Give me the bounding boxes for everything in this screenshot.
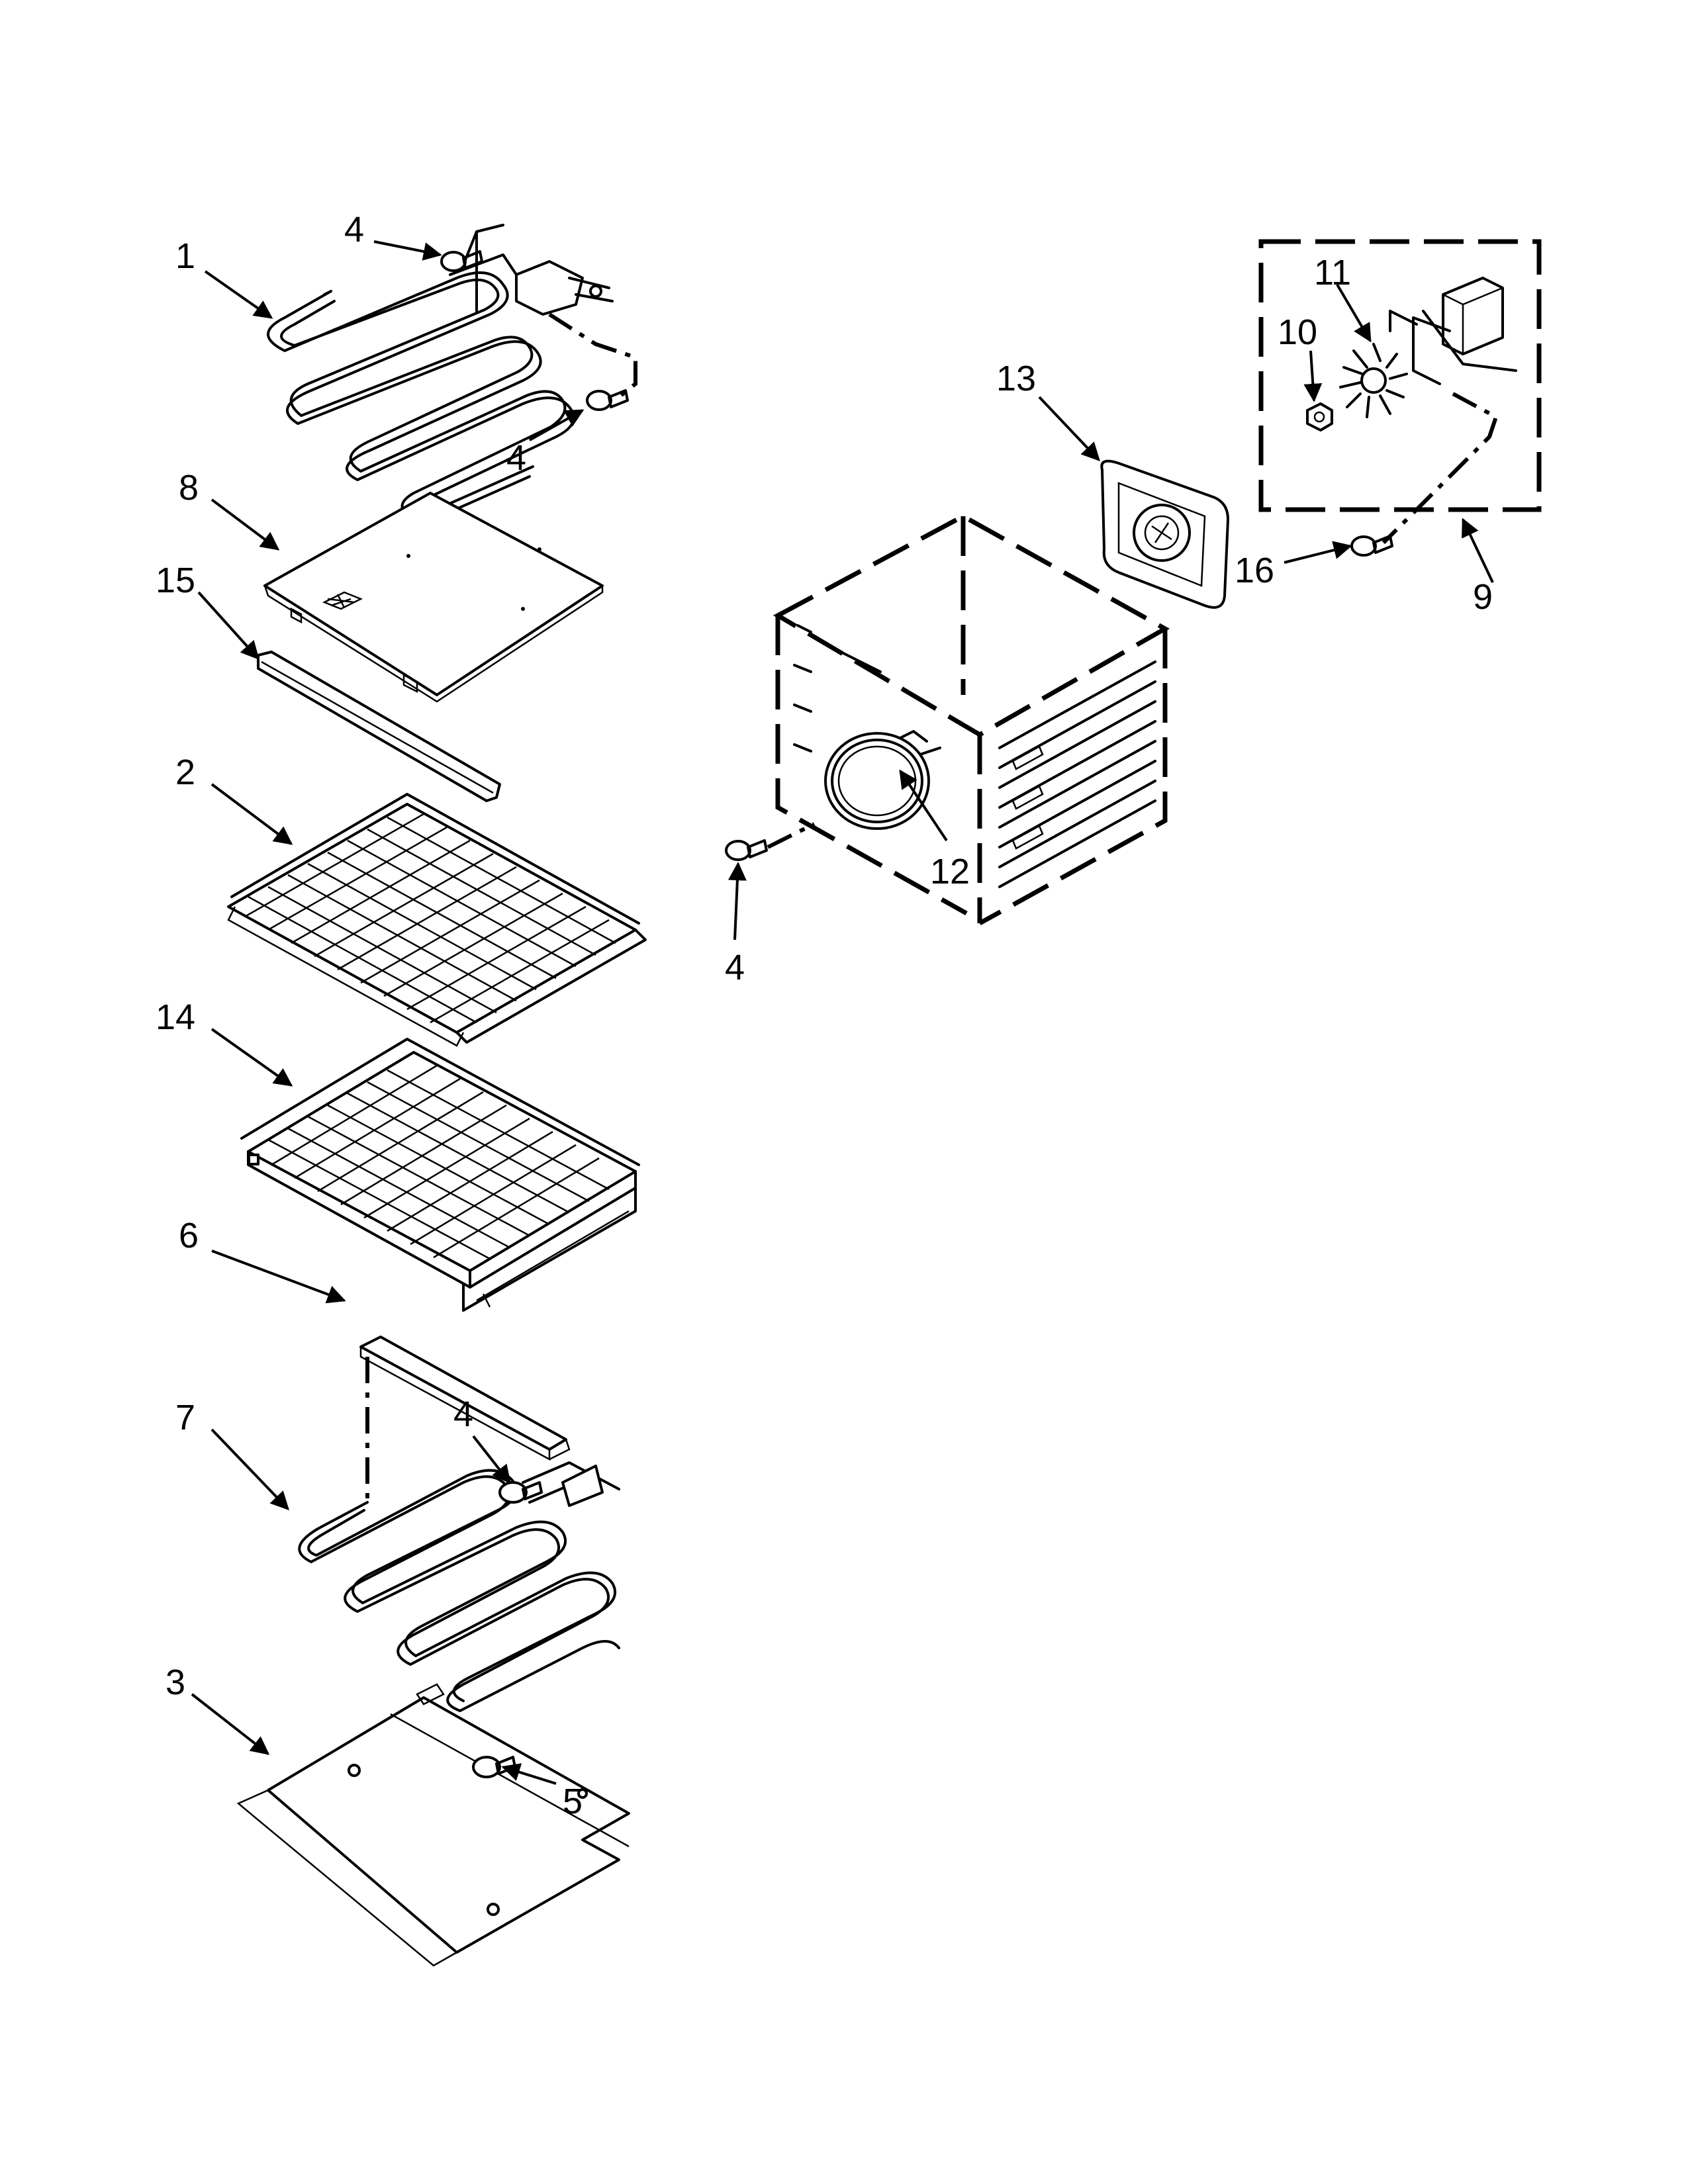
sliding-rack (240, 1038, 640, 1312)
callout-7: 7 (175, 1398, 195, 1437)
callout-6: 6 (179, 1216, 199, 1255)
leader-arrows (191, 240, 1494, 1785)
callout-9: 9 (1473, 577, 1493, 617)
fan-blade (1339, 343, 1408, 418)
callout-10: 10 (1278, 312, 1317, 352)
trim-strip (257, 651, 501, 802)
callout-15: 15 (156, 561, 195, 600)
oven-rack (227, 793, 647, 1047)
callout-14: 14 (156, 997, 195, 1037)
rack-supports (998, 660, 1156, 888)
bottom-panel (236, 1683, 630, 1967)
fan-cover (1100, 459, 1229, 609)
screw-cavity (725, 839, 768, 861)
vent-grid (322, 591, 363, 610)
callout-11: 11 (1314, 253, 1351, 293)
nut (1306, 402, 1333, 432)
channel-bracket (359, 1336, 571, 1461)
top-panel (263, 492, 604, 703)
bake-element (298, 1461, 620, 1712)
screw-bake (498, 1481, 543, 1504)
callout-4-top: 4 (344, 210, 364, 250)
callout-2: 2 (175, 752, 195, 792)
callout-4-right: 4 (506, 438, 526, 478)
callout-16: 16 (1235, 551, 1274, 590)
left-side-supports (793, 624, 882, 752)
callout-5: 5 (563, 1782, 583, 1821)
convection-element (824, 730, 941, 830)
callout-4-cavity: 4 (725, 948, 745, 987)
oven-cavity (773, 514, 1170, 926)
callout-8: 8 (179, 468, 199, 508)
callout-3: 3 (165, 1662, 185, 1702)
fan-motor (1389, 277, 1517, 385)
terminal-bracket (515, 260, 614, 316)
screw-top-right (586, 389, 629, 411)
broil-element (267, 224, 614, 531)
screw-motor (1350, 535, 1393, 557)
callout-4-bake: 4 (453, 1394, 473, 1434)
fan-motor-assembly (1258, 239, 1542, 545)
callout-13: 13 (996, 359, 1036, 398)
callout-12: 12 (930, 852, 970, 891)
callout-1: 1 (175, 236, 195, 276)
screw-top-left (440, 250, 483, 272)
callout-labels: 1 4 4 8 15 2 14 6 7 4 3 5 13 11 10 16 9 … (156, 210, 1493, 1821)
